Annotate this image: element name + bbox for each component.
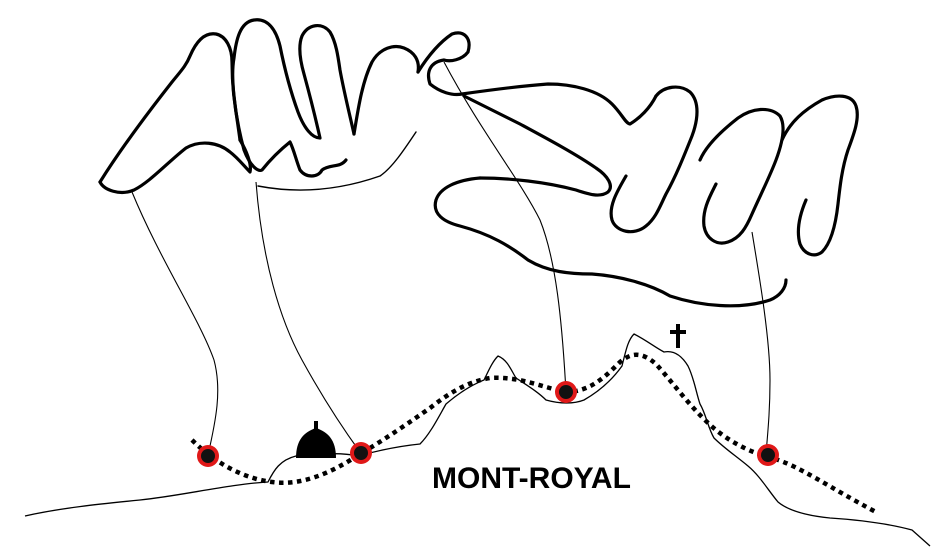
trail-marker xyxy=(555,381,577,403)
string-3 xyxy=(443,61,567,393)
left-hand-wrist xyxy=(257,131,417,191)
middle-hand-top xyxy=(416,31,658,126)
string-1 xyxy=(131,191,219,456)
trail-marker xyxy=(197,445,219,467)
puppeteer-hands xyxy=(98,18,859,308)
left-hand-palm xyxy=(98,138,252,195)
dome-icon xyxy=(296,421,336,458)
string-2 xyxy=(255,181,361,453)
cross-icon xyxy=(670,324,686,348)
mountain-ridge xyxy=(24,333,931,547)
left-hand-index-finger xyxy=(98,32,348,184)
trail-marker xyxy=(757,444,779,466)
left-hand-fingers xyxy=(231,18,356,142)
puppet-strings xyxy=(131,61,771,456)
right-hand-finger-b xyxy=(698,107,785,245)
string-4 xyxy=(751,231,771,455)
right-hand-finger-a xyxy=(609,85,699,234)
middle-hand-finger xyxy=(462,94,612,197)
right-hand-finger-c xyxy=(780,94,859,257)
mountain xyxy=(24,333,931,547)
left-hand-thumb xyxy=(352,44,420,136)
trail-markers xyxy=(197,381,779,467)
trail-marker xyxy=(350,442,372,464)
title-label: MONT-ROYAL xyxy=(432,462,631,495)
middle-hand-palm xyxy=(433,176,788,308)
